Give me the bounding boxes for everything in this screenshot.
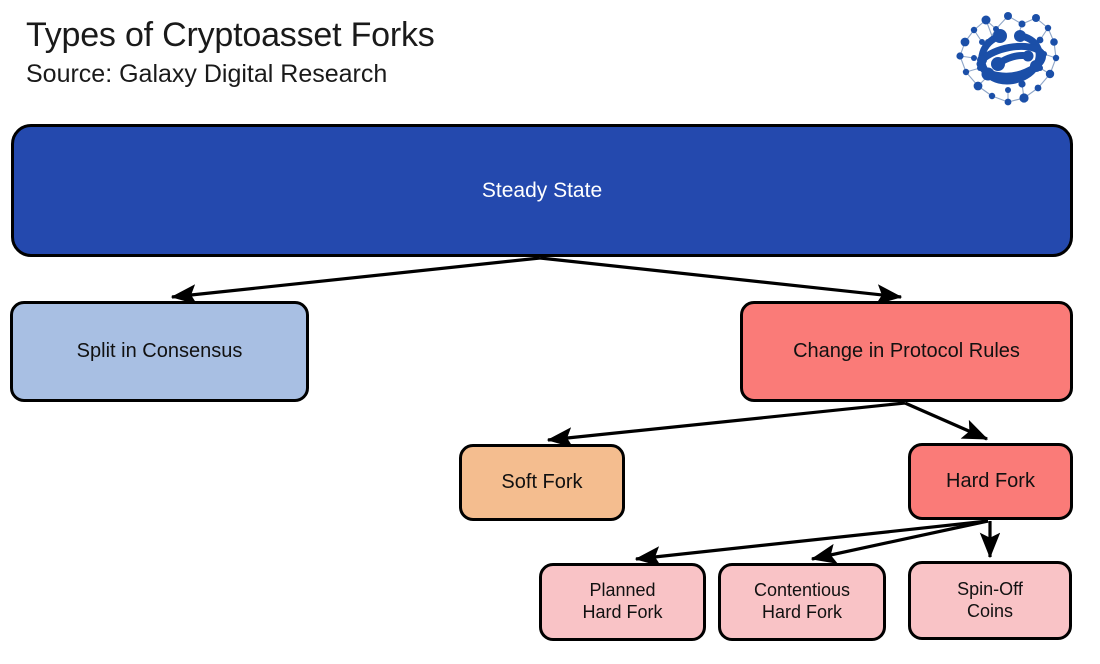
page-subtitle: Source: Galaxy Digital Research <box>26 60 388 88</box>
node-soft-fork[interactable]: Soft Fork <box>459 444 625 521</box>
node-hard-fork[interactable]: Hard Fork <box>908 443 1073 520</box>
node-steady-state[interactable]: Steady State <box>11 124 1073 257</box>
node-steady-state-label: Steady State <box>481 178 603 202</box>
page-title: Types of Cryptoasset Forks <box>26 16 435 54</box>
edge-protocol-rules-to-hard-fork <box>904 401 989 441</box>
edge-steady-state-to-protocol-rules <box>539 256 903 305</box>
node-soft-fork-label: Soft Fork <box>501 471 583 494</box>
node-split-in-consensus[interactable]: Split in Consensus <box>10 301 309 402</box>
edge-protocol-rules-to-soft-fork <box>546 401 906 448</box>
node-change-in-protocol-rules[interactable]: Change in Protocol Rules <box>740 301 1073 402</box>
galaxy-digital-logo <box>956 12 1060 106</box>
node-split-in-consensus-label: Split in Consensus <box>76 340 243 363</box>
edge-hard-fork-to-planned-hard-fork <box>634 519 989 567</box>
edge-steady-state-to-split-consensus <box>170 256 541 305</box>
edge-hard-fork-to-contentious-hard-fork <box>810 519 989 564</box>
node-hard-fork-label: Hard Fork <box>946 470 1035 493</box>
node-change-in-protocol-rules-label: Change in Protocol Rules <box>793 340 1020 363</box>
